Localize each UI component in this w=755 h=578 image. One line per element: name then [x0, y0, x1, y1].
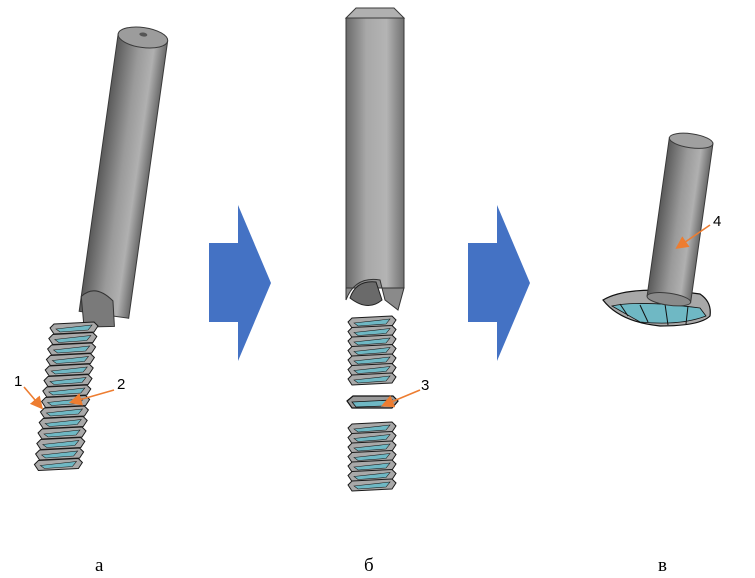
- callout-4: 4: [675, 213, 721, 249]
- thread-flute: [353, 328, 391, 336]
- thread-flute: [353, 481, 391, 490]
- thread-flute: [51, 356, 90, 364]
- thread-flute: [353, 356, 391, 365]
- thread-flute: [43, 429, 81, 438]
- thread-flute: [45, 408, 84, 417]
- caption-a: а: [95, 555, 104, 576]
- callout-1: 1: [14, 373, 44, 410]
- callout-2-label: 2: [117, 376, 125, 393]
- thread-flute: [353, 337, 391, 346]
- thread-flute: [54, 335, 92, 343]
- tool-a-thread: [33, 321, 99, 472]
- process-arrow-1: [209, 205, 271, 361]
- thread-flute: [52, 345, 91, 354]
- caption-b: б: [364, 555, 374, 576]
- callout-3-label: 3: [421, 377, 429, 394]
- thread-flute: [42, 440, 80, 448]
- thread-flute: [39, 461, 78, 469]
- thread-flute: [353, 318, 391, 327]
- thread-flute: [353, 462, 391, 471]
- caption-c: в: [658, 555, 667, 576]
- thread-flute: [353, 472, 391, 480]
- thread-flute: [353, 434, 391, 442]
- process-arrow-2: [468, 205, 530, 361]
- thread-flute: [353, 424, 391, 433]
- callout-2: 2: [68, 376, 125, 406]
- thread-flute: [49, 377, 87, 385]
- tool-a: [33, 26, 169, 472]
- tool-b-upper-thread: [347, 315, 397, 386]
- thread-flute: [44, 419, 82, 427]
- tool-b-lower-thread: [347, 421, 397, 492]
- tool-a-shank: [78, 26, 169, 328]
- callout-1-label: 1: [14, 373, 22, 390]
- callout-3: 3: [381, 377, 429, 408]
- thread-flute: [50, 366, 88, 375]
- thread-flute: [353, 347, 391, 355]
- thread-flute: [40, 450, 79, 459]
- part-c-stem: [646, 132, 714, 307]
- thread-flute: [55, 324, 93, 333]
- tool-b: [344, 7, 406, 492]
- callout-4-label: 4: [713, 213, 721, 230]
- thread-flute: [353, 366, 391, 374]
- part-c: [602, 132, 714, 327]
- tool-b-shank: [344, 7, 406, 311]
- thread-flute: [353, 443, 391, 452]
- thread-flute: [353, 453, 391, 461]
- thread-flute: [353, 375, 391, 384]
